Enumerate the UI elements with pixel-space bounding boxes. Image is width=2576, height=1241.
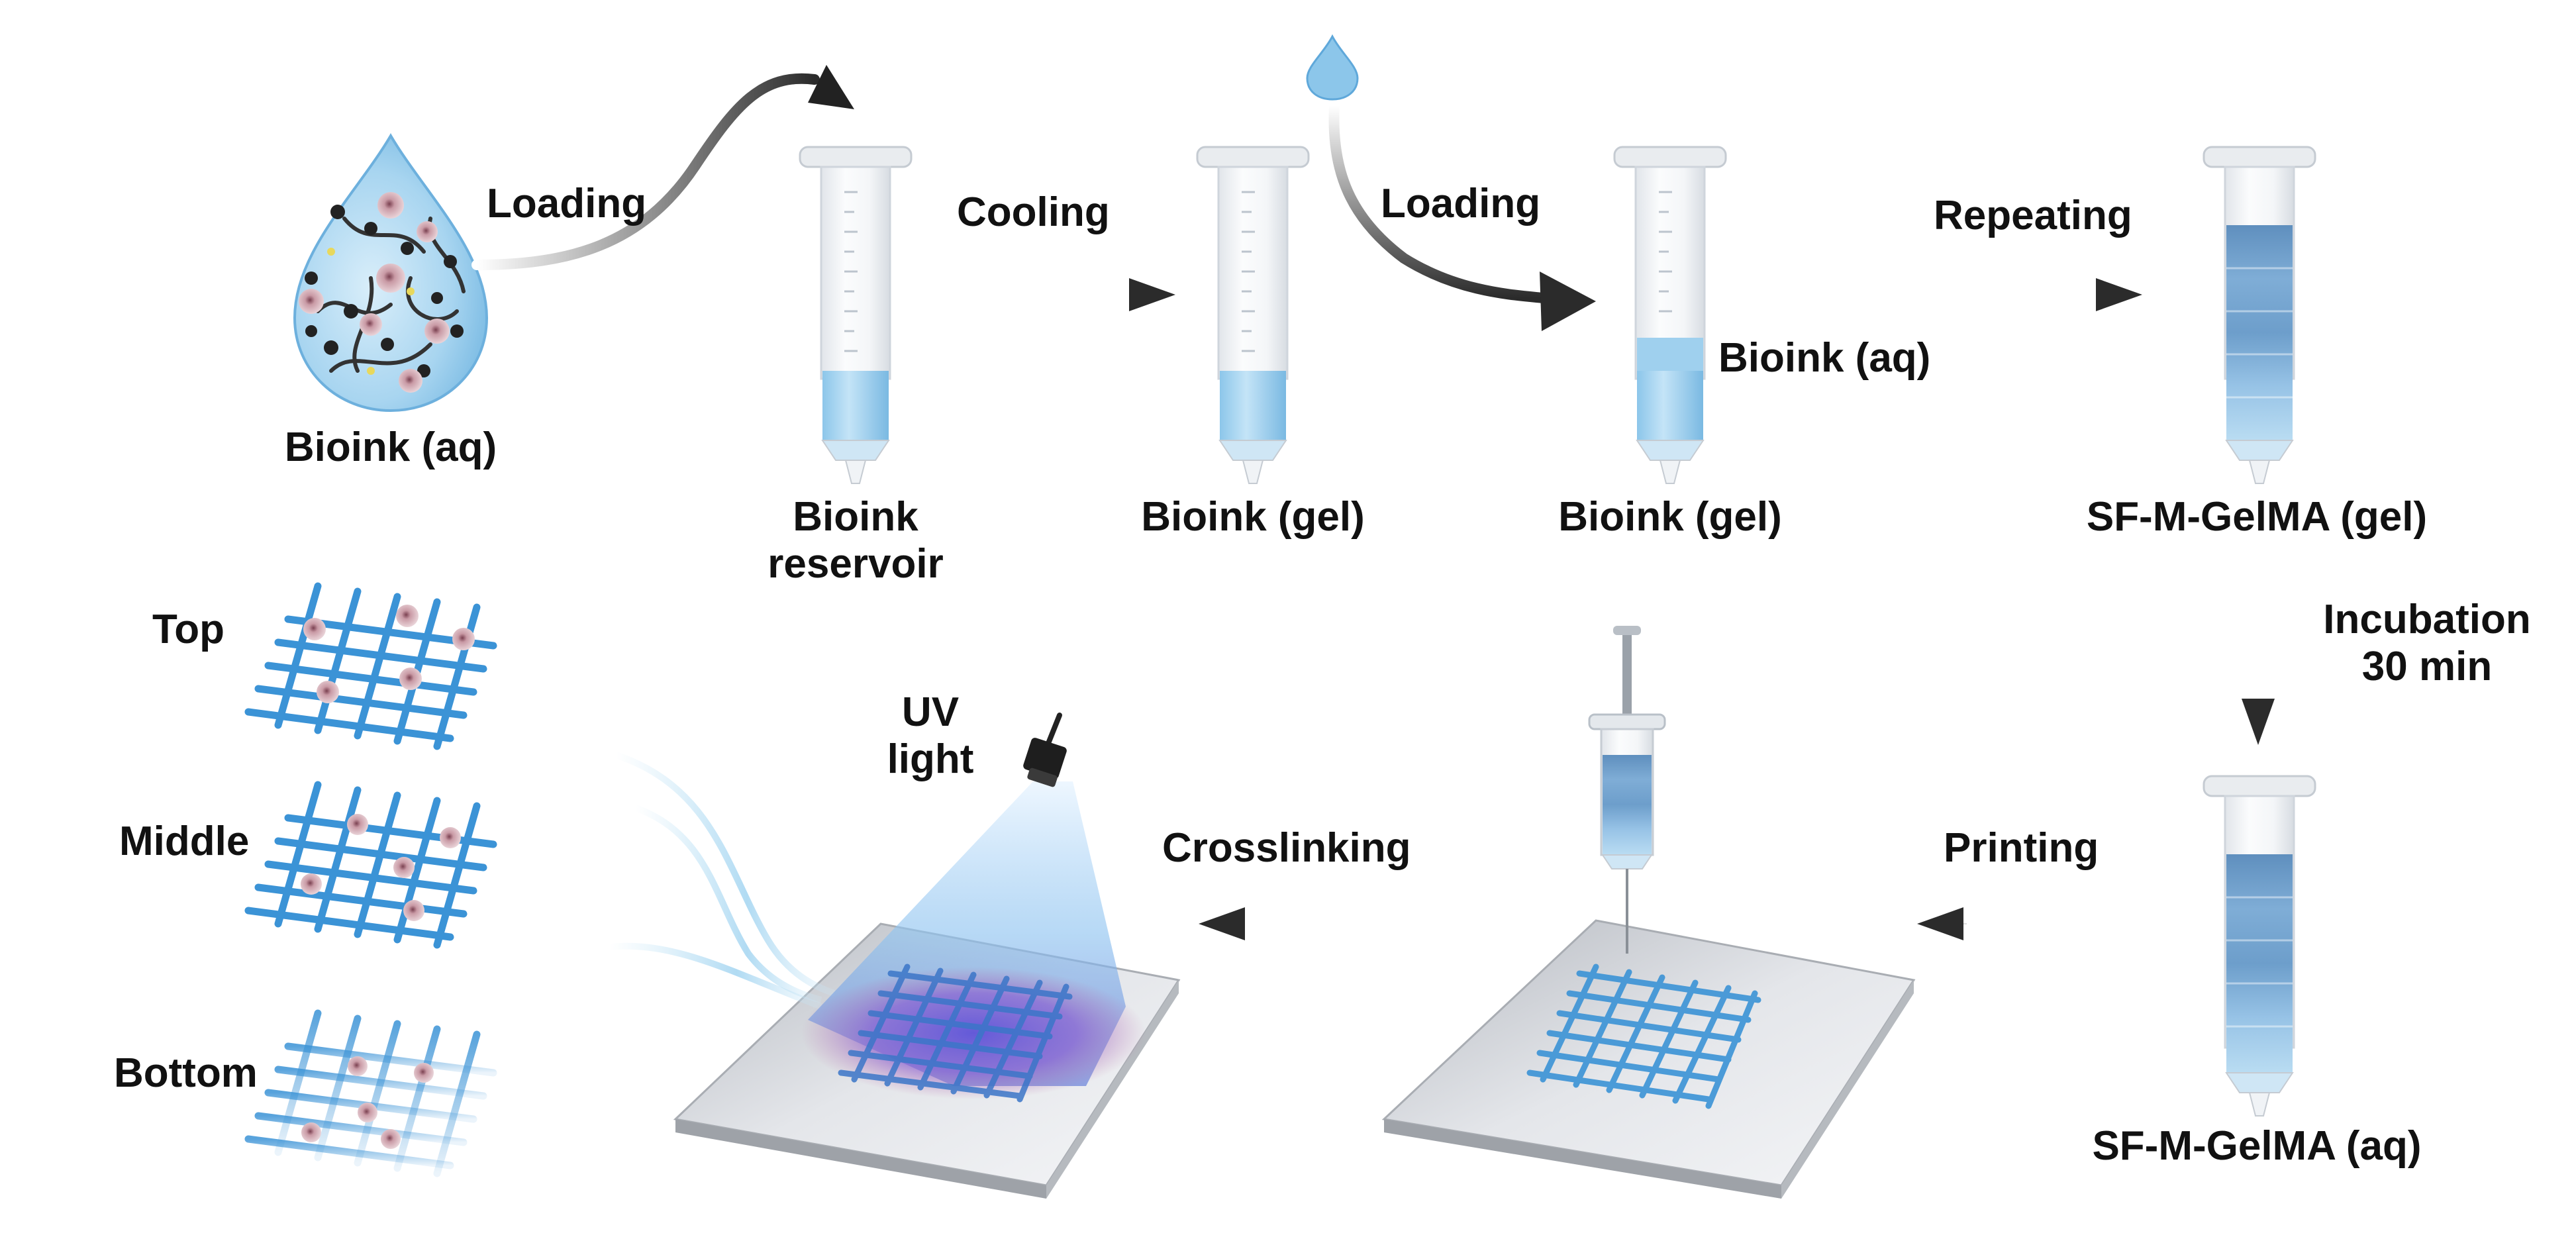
repeating-arrow — [1973, 278, 2142, 311]
cooling-arrow — [960, 278, 1175, 311]
syringe5-label: SF-M-GelMA (aq) — [2092, 1123, 2422, 1169]
syringe-icon — [1196, 146, 1310, 484]
droplet-label: Bioink (aq) — [284, 424, 497, 470]
syringe4-label: SF-M-GelMA (gel) — [2086, 494, 2428, 540]
bioink-droplet-icon — [293, 133, 489, 413]
layer-middle-label: Middle — [119, 819, 250, 864]
syringe-icon — [2203, 146, 2316, 484]
syringe2-label: Bioink (gel) — [1141, 494, 1365, 540]
bioink-aq-inline-label: Bioink (aq) — [1718, 335, 1931, 381]
mesh-scaffold-bottom — [244, 1009, 497, 1177]
syringe-icon — [799, 146, 913, 484]
uv-waves — [609, 752, 836, 1010]
uv-light-label: UV light — [887, 689, 974, 783]
syringe-icon — [1613, 146, 1727, 484]
crosslinking-label: Crosslinking — [1162, 825, 1411, 871]
loading-label-2: Loading — [1381, 181, 1541, 226]
mesh-scaffold-middle — [244, 781, 497, 949]
syringe-icon — [2203, 775, 2316, 1117]
small-droplet-icon — [1306, 34, 1359, 101]
syringe1-label: Bioink reservoir — [768, 494, 944, 587]
mesh-scaffold-top — [244, 582, 497, 750]
printer-syringe-icon — [1588, 626, 1666, 954]
uv-lamp-icon — [1023, 713, 1067, 787]
crosslinking-arrow — [1199, 907, 1404, 940]
syringe3-label: Bioink (gel) — [1558, 494, 1782, 540]
printing-plate — [1381, 919, 1916, 1199]
printing-label: Printing — [1944, 825, 2099, 871]
layer-bottom-label: Bottom — [114, 1050, 258, 1096]
loading-arrow-curved — [471, 65, 854, 270]
loading-label-1: Loading — [487, 181, 647, 226]
repeating-label: Repeating — [1934, 193, 2132, 238]
printing-arrow — [1917, 907, 2146, 940]
layer-top-label: Top — [152, 607, 225, 652]
incubation-arrow — [2242, 576, 2275, 745]
mesh-scaffold-icon — [1526, 964, 1761, 1109]
cooling-label: Cooling — [957, 189, 1110, 235]
incubation-label: Incubation 30 min — [2323, 597, 2531, 690]
mesh-scaffold-icon — [838, 964, 1073, 1103]
loading-arrow-curved — [1328, 101, 1596, 331]
